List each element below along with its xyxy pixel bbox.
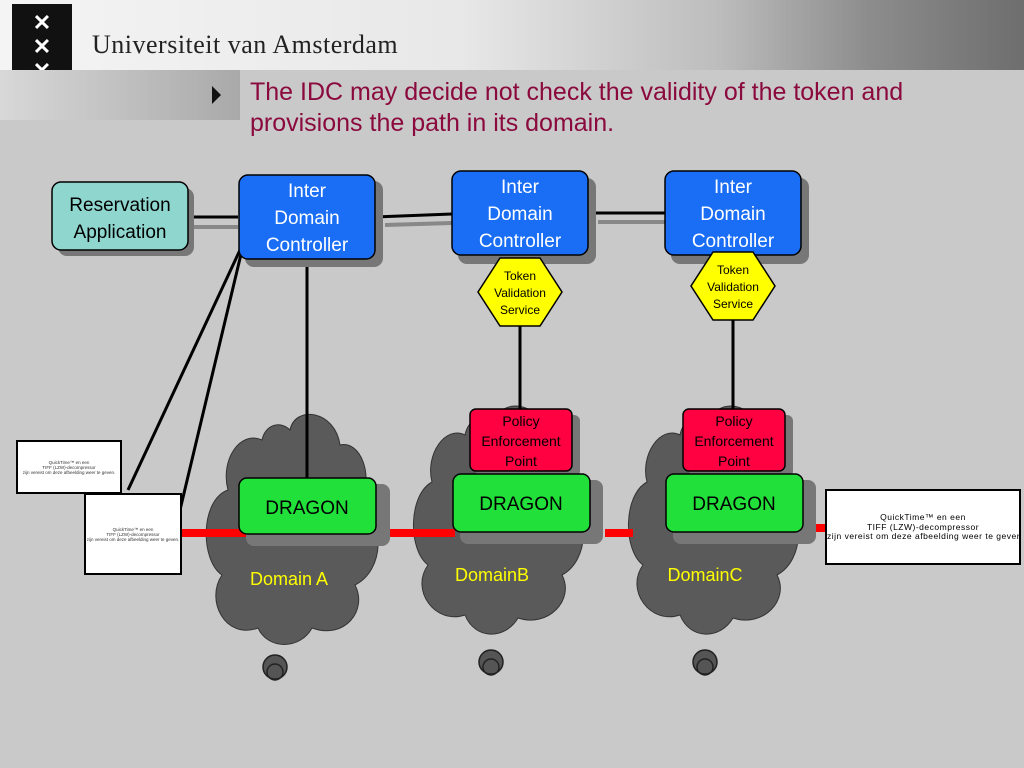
tvs-c-line3: Service [713,297,753,311]
idc-domain-a: Inter Domain Controller [238,174,383,267]
quicktime-placeholder-image: QuickTime™ en een TIFF (LZW)-decompresso… [84,493,182,575]
tvs-b-line2: Validation [494,286,546,300]
link-reservation-to-host [126,249,242,491]
pep-c-line1: Policy [715,413,752,429]
idc-a-line1: Inter [288,181,327,202]
dragon-b-label: DRAGON [479,494,562,515]
idc-b-line3: Controller [479,231,562,252]
qt1-line3: zijn vereist om deze afbeelding weer te … [22,470,116,475]
tvs-b-line3: Service [500,303,540,317]
pep-b-line2: Enforcement [481,433,560,449]
idc-domain-b: Inter Domain Controller [451,170,596,264]
qt2-line3: zijn vereist om deze afbeelding weer te … [86,537,180,542]
dragon-c-label: DRAGON [692,494,775,515]
qt1-line2: TIFF (LZW)-decompressor [42,465,96,470]
qt2-line1: QuickTime™ en een [112,527,154,532]
university-name: Universiteit van Amsterdam [92,30,399,59]
logo-cross-icon: ✕ [32,34,52,59]
reservation-line1: Reservation [69,195,170,216]
slide-title: The IDC may decide not check the validit… [250,78,904,137]
token-validation-service-b: Token Validation Service [477,257,563,327]
qt3-line1: QuickTime™ en een [880,512,966,522]
idc-links [187,211,665,229]
pep-b-line3: Point [505,453,537,469]
token-validation-service-c: Token Validation Service [690,251,776,321]
bullet-arrow-icon [212,86,221,104]
pep-b-line1: Policy [502,413,539,429]
header-banner [0,0,1024,70]
tvs-b-line1: Token [504,269,536,283]
qt3-line2: TIFF (LZW)-decompressor [866,521,980,532]
idc-c-line2: Domain [700,204,765,225]
qt1-line1: QuickTime™ en een [48,460,90,465]
pep-c-line3: Point [718,453,750,469]
domain-a-cloud [205,414,379,681]
qt3-line3: zijn vereist om deze afbeelding weer te … [827,531,1021,541]
dragon-domain-c: DRAGON [665,473,816,544]
domain-c-label: DomainC [667,565,742,585]
policy-enforcement-point-b: Policy Enforcement Point [469,408,580,477]
policy-enforcement-point-c: Policy Enforcement Point [682,408,793,477]
idc-b-line2: Domain [487,204,552,225]
pep-c-line2: Enforcement [694,433,773,449]
tvs-c-line1: Token [717,263,749,277]
dragon-a-label: DRAGON [265,498,348,519]
quicktime-placeholder-image: QuickTime™ en een TIFF (LZW)-decompresso… [16,440,122,494]
quicktime-placeholder-image: QuickTime™ en een TIFF (LZW)-decompresso… [825,489,1021,565]
idc-b-line1: Inter [501,177,540,198]
dragon-domain-b: DRAGON [452,473,603,544]
reservation-application-box: Reservation Application [51,181,194,256]
logo-cross-icon: ✕ [32,10,52,35]
idc-a-line3: Controller [266,235,349,256]
header-band [0,70,240,120]
tvs-c-line2: Validation [707,280,759,294]
dragon-domain-a: DRAGON [238,477,390,546]
qt2-line2: TIFF (LZW)-decompressor [106,532,160,537]
link-idc-a-to-host [178,249,244,511]
domain-b-label: DomainB [455,565,529,585]
reservation-line2: Application [74,222,167,243]
idc-c-line3: Controller [692,231,775,252]
idc-a-line2: Domain [274,208,339,229]
idc-domain-c: Inter Domain Controller [664,170,809,264]
domain-a-label: Domain A [250,569,328,589]
idc-c-line1: Inter [714,177,753,198]
